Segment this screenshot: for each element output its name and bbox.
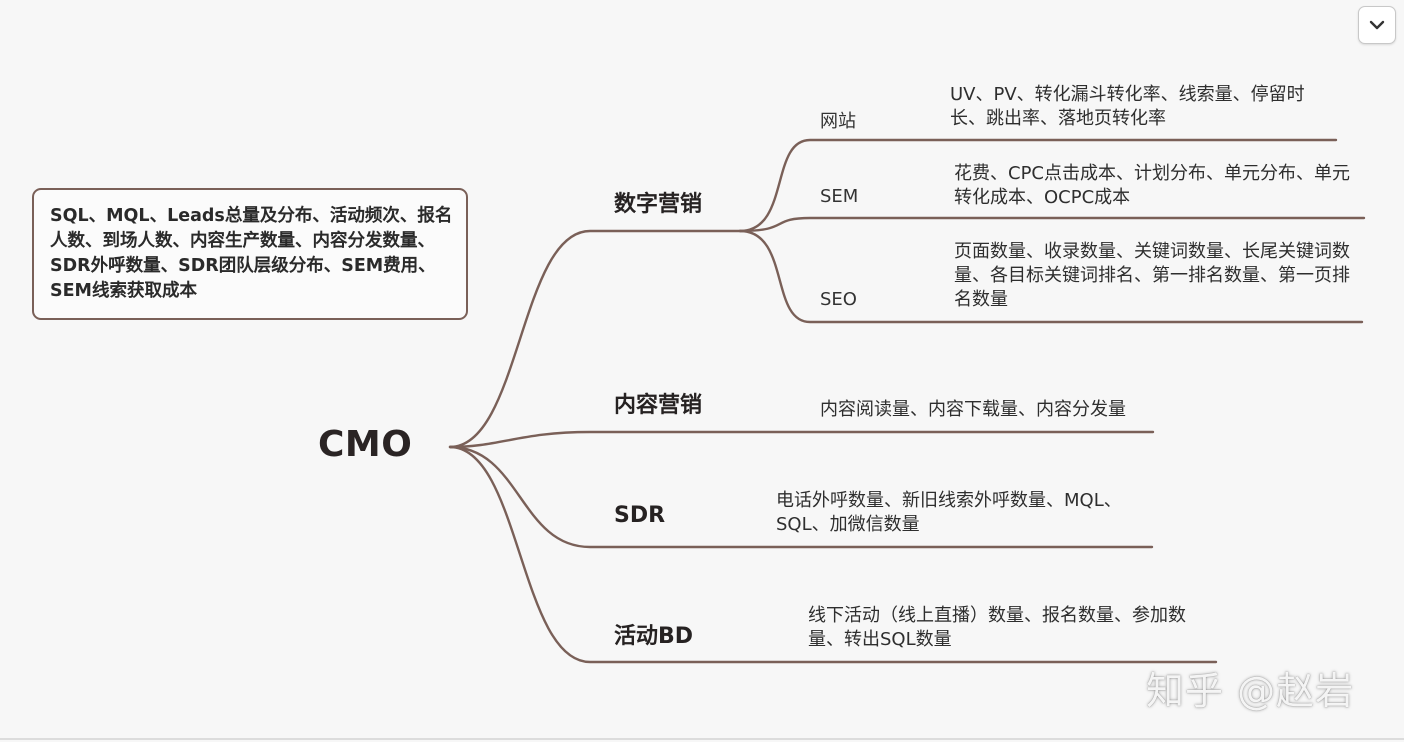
connector-root-digital — [448, 229, 742, 449]
connector-digital-website — [738, 138, 1338, 233]
summary-text: SQL、MQL、Leads总量及分布、活动频次、报名人数、到场人数、内容生产数量… — [50, 206, 453, 301]
summary-box: SQL、MQL、Leads总量及分布、活动频次、报名人数、到场人数、内容生产数量… — [32, 188, 468, 320]
watermark: 知乎 @赵岩 — [1146, 669, 1355, 713]
bottom-divider — [0, 738, 1404, 740]
detail-sem: 花费、CPC点击成本、计划分布、单元分布、单元转化成本、OCPC成本 — [954, 163, 1350, 208]
leaf-sem: SEM — [820, 186, 859, 207]
branch-digital-marketing: 数字营销 — [614, 192, 703, 217]
detail-sdr: 电话外呼数量、新旧线索外呼数量、MQL、SQL、加微信数量 — [776, 490, 1122, 535]
connector-root-events — [448, 445, 1218, 664]
detail-events: 线下活动（线上直播）数量、报名数量、参加数量、转出SQL数量 — [808, 605, 1186, 650]
connector-root-sdr — [448, 445, 1154, 549]
chevron-down-icon — [1369, 20, 1385, 30]
branch-content-marketing: 内容营销 — [614, 393, 703, 418]
detail-website: UV、PV、转化漏斗转化率、线索量、停留时长、跳出率、落地页转化率 — [950, 84, 1305, 129]
collapse-button[interactable] — [1358, 6, 1396, 44]
root-node: CMO — [318, 424, 413, 465]
detail-content: 内容阅读量、内容下载量、内容分发量 — [820, 399, 1126, 420]
connector-root-content — [448, 430, 1155, 449]
connector-digital-sem — [738, 216, 1366, 233]
detail-seo: 页面数量、收录数量、关键词数量、长尾关键词数量、各目标关键词排名、第一排名数量、… — [954, 241, 1350, 310]
branch-events-bd: 活动BD — [614, 624, 694, 649]
leaf-website: 网站 — [820, 111, 856, 132]
leaf-seo: SEO — [820, 289, 857, 310]
branch-sdr: SDR — [614, 503, 666, 528]
connector-digital-seo — [738, 229, 1364, 324]
